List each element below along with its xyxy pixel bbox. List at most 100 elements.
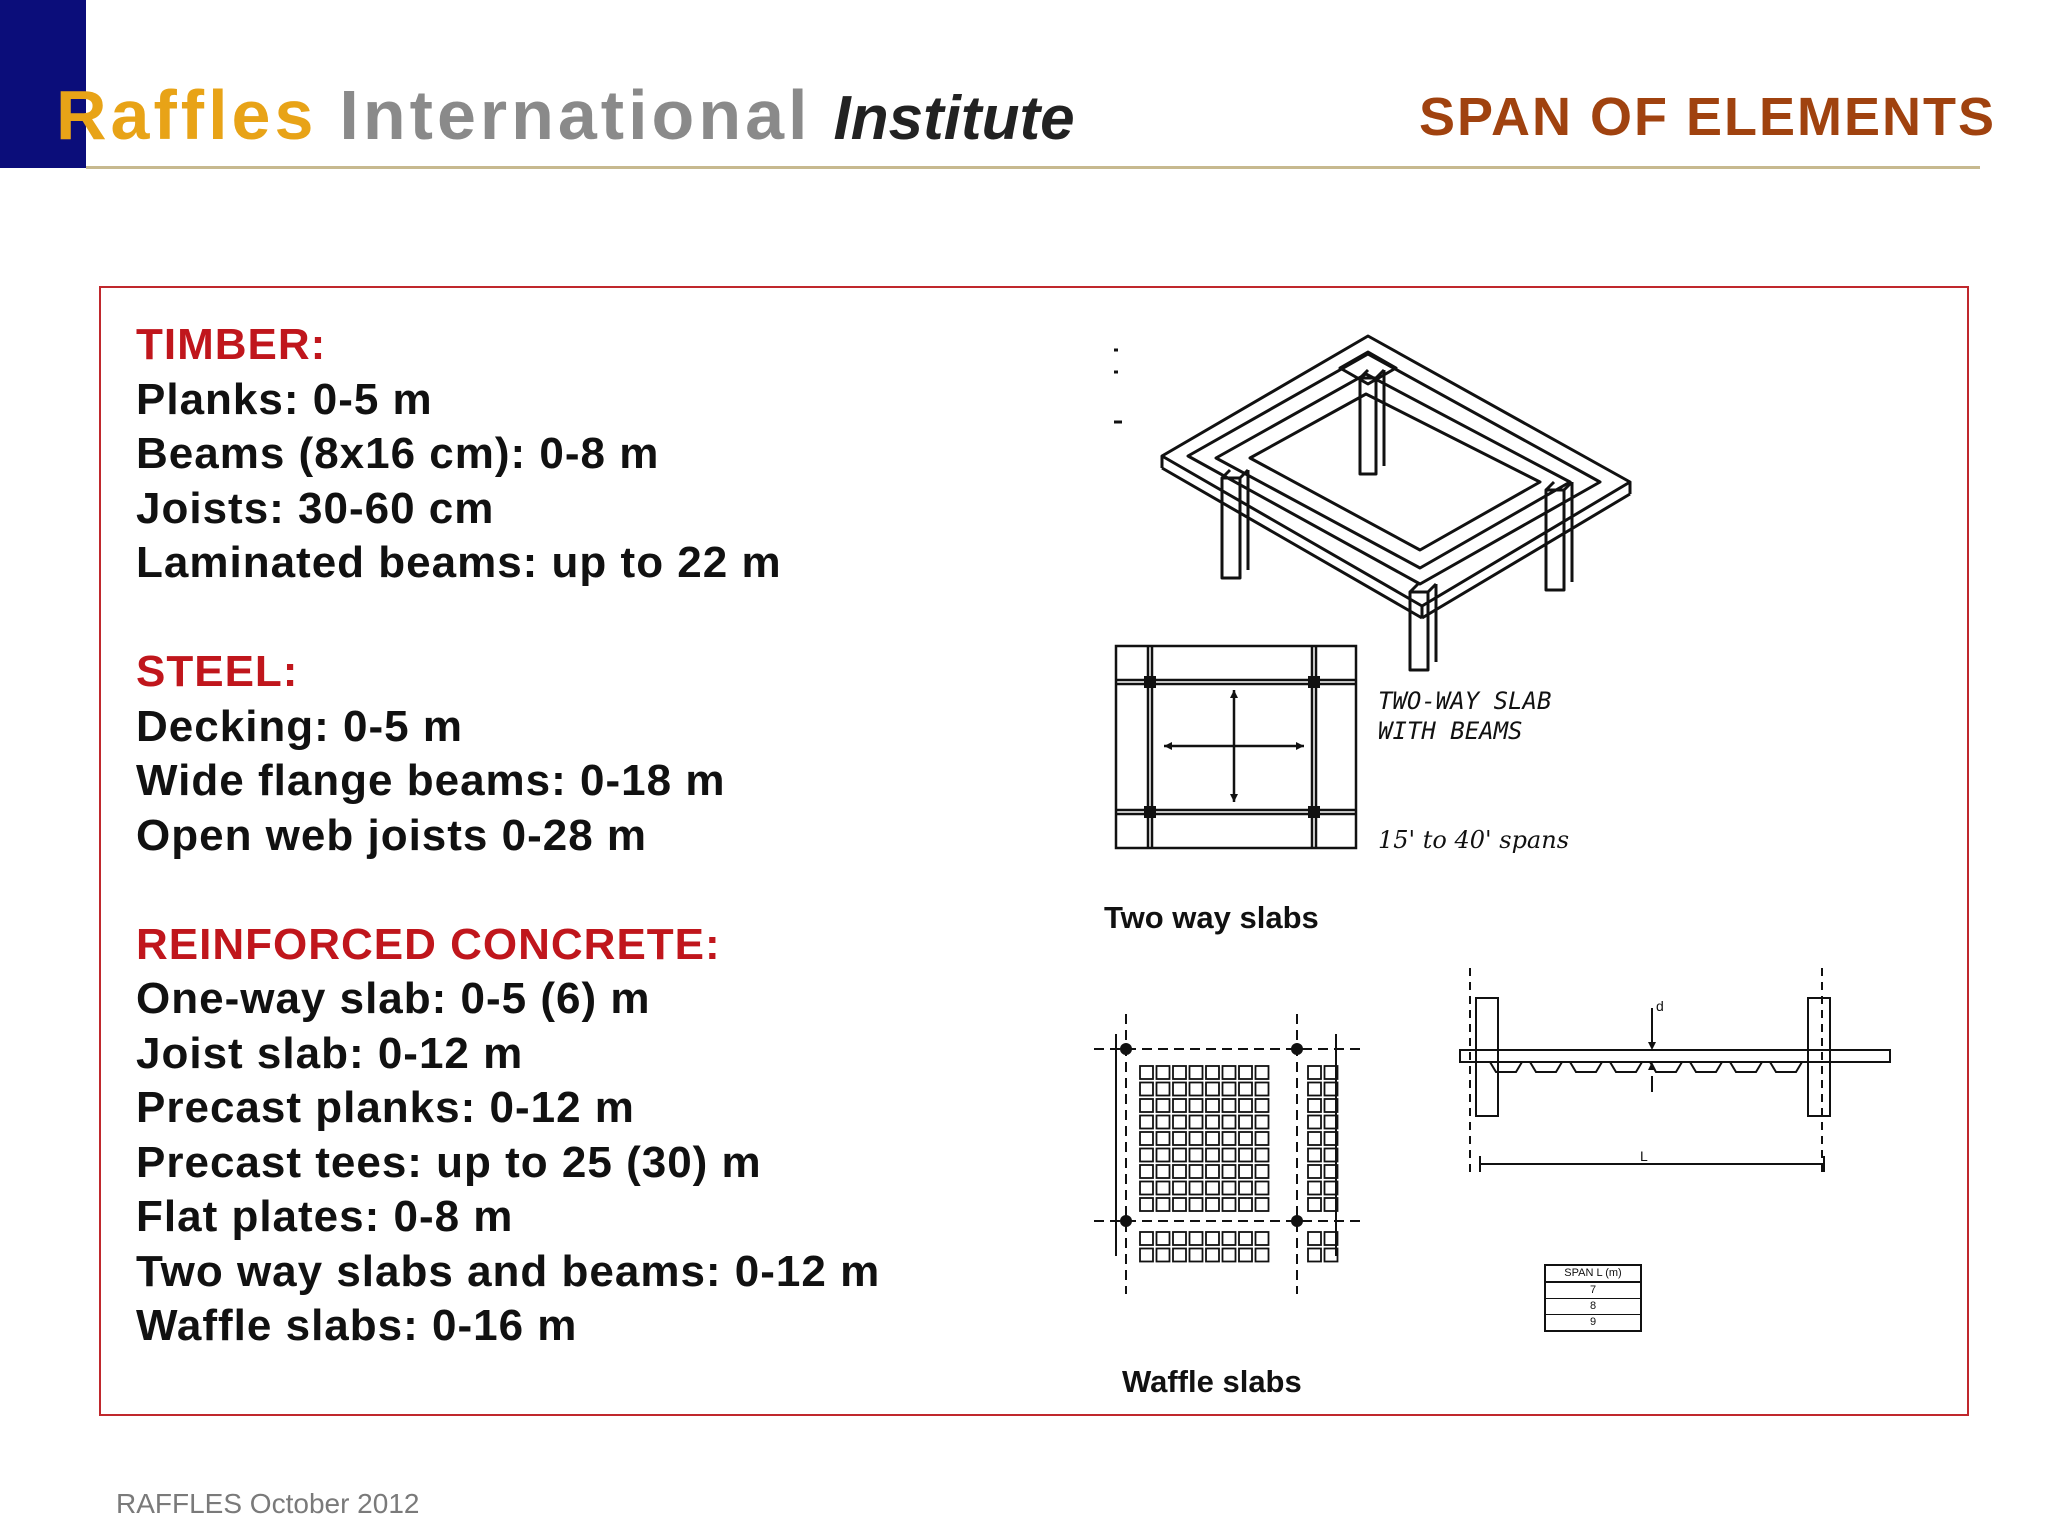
waffle-coffer <box>1221 1247 1237 1263</box>
steel-heading: STEEL: <box>136 647 299 696</box>
waffle-coffer <box>1238 1114 1253 1130</box>
waffle-coffer <box>1172 1231 1187 1246</box>
waffle-coffer <box>1205 1247 1220 1263</box>
waffle-coffer <box>1323 1231 1339 1246</box>
waffle-coffer <box>1238 1065 1253 1080</box>
two-way-caption: Two way slabs <box>1104 900 1319 935</box>
brand-word-international: International <box>339 76 812 154</box>
waffle-coffer <box>1188 1197 1204 1212</box>
waffle-coffer <box>1221 1114 1237 1130</box>
waffle-coffer <box>1205 1081 1220 1097</box>
waffle-coffer <box>1307 1247 1322 1263</box>
steel-item-wide-flange: Wide flange beams: 0-18 m <box>136 756 726 805</box>
waffle-coffer <box>1155 1131 1171 1146</box>
waffle-coffer <box>1221 1231 1237 1246</box>
waffle-coffer <box>1238 1247 1253 1263</box>
concrete-item-precast-tees: Precast tees: up to 25 (30) m <box>136 1137 762 1187</box>
waffle-coffer <box>1238 1231 1253 1246</box>
concrete-item-precast-planks: Precast planks: 0-12 m <box>136 1083 635 1132</box>
waffle-slab-plan <box>1094 1014 1366 1294</box>
waffle-coffer <box>1323 1247 1339 1263</box>
waffle-coffer <box>1205 1197 1220 1212</box>
waffle-coffer <box>1155 1147 1171 1163</box>
waffle-caption: Waffle slabs <box>1122 1364 1302 1399</box>
waffle-coffer <box>1139 1231 1154 1246</box>
waffle-coffer <box>1254 1081 1270 1097</box>
waffle-coffer <box>1205 1231 1220 1246</box>
waffle-coffer <box>1238 1147 1253 1163</box>
waffle-coffer <box>1221 1131 1237 1146</box>
waffle-coffer <box>1139 1147 1154 1163</box>
slide-title: SPAN OF ELEMENTS <box>1418 87 1996 147</box>
waffle-coffer <box>1307 1098 1322 1113</box>
waffle-coffer <box>1139 1131 1154 1146</box>
waffle-coffer <box>1307 1231 1322 1246</box>
waffle-coffer <box>1188 1180 1204 1196</box>
waffle-coffer <box>1323 1197 1339 1212</box>
waffle-coffer <box>1172 1131 1187 1146</box>
waffle-coffer <box>1172 1114 1187 1130</box>
two-way-slab-plan <box>1114 644 1358 850</box>
concrete-item-waffle: Waffle slabs: 0-16 m <box>136 1301 578 1350</box>
waffle-coffer <box>1188 1164 1204 1179</box>
section-label-d: d <box>1656 998 1664 1014</box>
waffle-coffer <box>1172 1065 1187 1080</box>
waffle-coffer <box>1307 1131 1322 1146</box>
waffle-coffer <box>1188 1231 1204 1246</box>
waffle-coffer <box>1139 1197 1154 1212</box>
concrete-item-flat-plates: Flat plates: 0-8 m <box>136 1192 514 1241</box>
footer-text: RAFFLES October 2012 <box>116 1488 420 1519</box>
waffle-coffer <box>1172 1081 1187 1097</box>
span-table-row: 9 <box>1589 1316 1597 1328</box>
waffle-coffer <box>1254 1098 1270 1113</box>
timber-item-joists: Joists: 30-60 cm <box>136 483 495 533</box>
waffle-coffer <box>1188 1131 1204 1146</box>
waffle-coffer <box>1155 1247 1171 1263</box>
waffle-coffer <box>1139 1081 1154 1097</box>
waffle-coffer <box>1307 1164 1322 1179</box>
waffle-coffer <box>1139 1164 1154 1179</box>
waffle-coffer <box>1172 1197 1187 1212</box>
waffle-coffer <box>1188 1065 1204 1080</box>
waffle-coffer <box>1205 1164 1220 1179</box>
waffle-coffer <box>1323 1081 1339 1097</box>
waffle-coffer <box>1307 1147 1322 1163</box>
waffle-coffer <box>1221 1180 1237 1196</box>
concrete-item-two-way: Two way slabs and beams: 0-12 m <box>136 1246 881 1296</box>
waffle-coffer <box>1155 1231 1171 1246</box>
waffle-coffer <box>1155 1081 1171 1097</box>
waffle-coffer <box>1254 1164 1270 1179</box>
timber-item-laminated: Laminated beams: up to 22 m <box>136 538 782 587</box>
waffle-coffer <box>1205 1147 1220 1163</box>
steel-item-decking: Decking: 0-5 m <box>136 701 463 751</box>
waffle-coffer <box>1254 1131 1270 1146</box>
waffle-coffer <box>1172 1147 1187 1163</box>
waffle-coffer <box>1221 1164 1237 1179</box>
waffle-coffer <box>1139 1098 1154 1113</box>
two-way-span-note: 15' to 40' spans <box>1378 826 1570 854</box>
brand-word-institute: Institute <box>833 84 1075 153</box>
waffle-coffer <box>1254 1065 1270 1080</box>
waffle-coffer <box>1323 1164 1339 1179</box>
waffle-coffer <box>1139 1065 1154 1080</box>
waffle-coffer <box>1155 1065 1171 1080</box>
waffle-coffer <box>1155 1164 1171 1179</box>
waffle-coffer <box>1221 1197 1237 1212</box>
waffle-coffer <box>1221 1098 1237 1113</box>
waffle-coffer <box>1323 1147 1339 1163</box>
waffle-coffer <box>1188 1247 1204 1263</box>
waffle-coffer <box>1205 1098 1220 1113</box>
waffle-coffer <box>1238 1131 1253 1146</box>
waffle-coffer <box>1254 1147 1270 1163</box>
section-label-L: L <box>1640 1148 1648 1164</box>
waffle-coffer <box>1238 1180 1253 1196</box>
waffle-coffer <box>1188 1081 1204 1097</box>
logo-corner-block <box>0 0 86 168</box>
waffle-coffer <box>1139 1180 1154 1196</box>
waffle-coffer <box>1323 1065 1339 1080</box>
waffle-coffer <box>1323 1131 1339 1146</box>
concrete-item-joist-slab: Joist slab: 0-12 m <box>136 1028 524 1078</box>
waffle-coffer <box>1155 1197 1171 1212</box>
waffle-coffer <box>1139 1247 1154 1263</box>
